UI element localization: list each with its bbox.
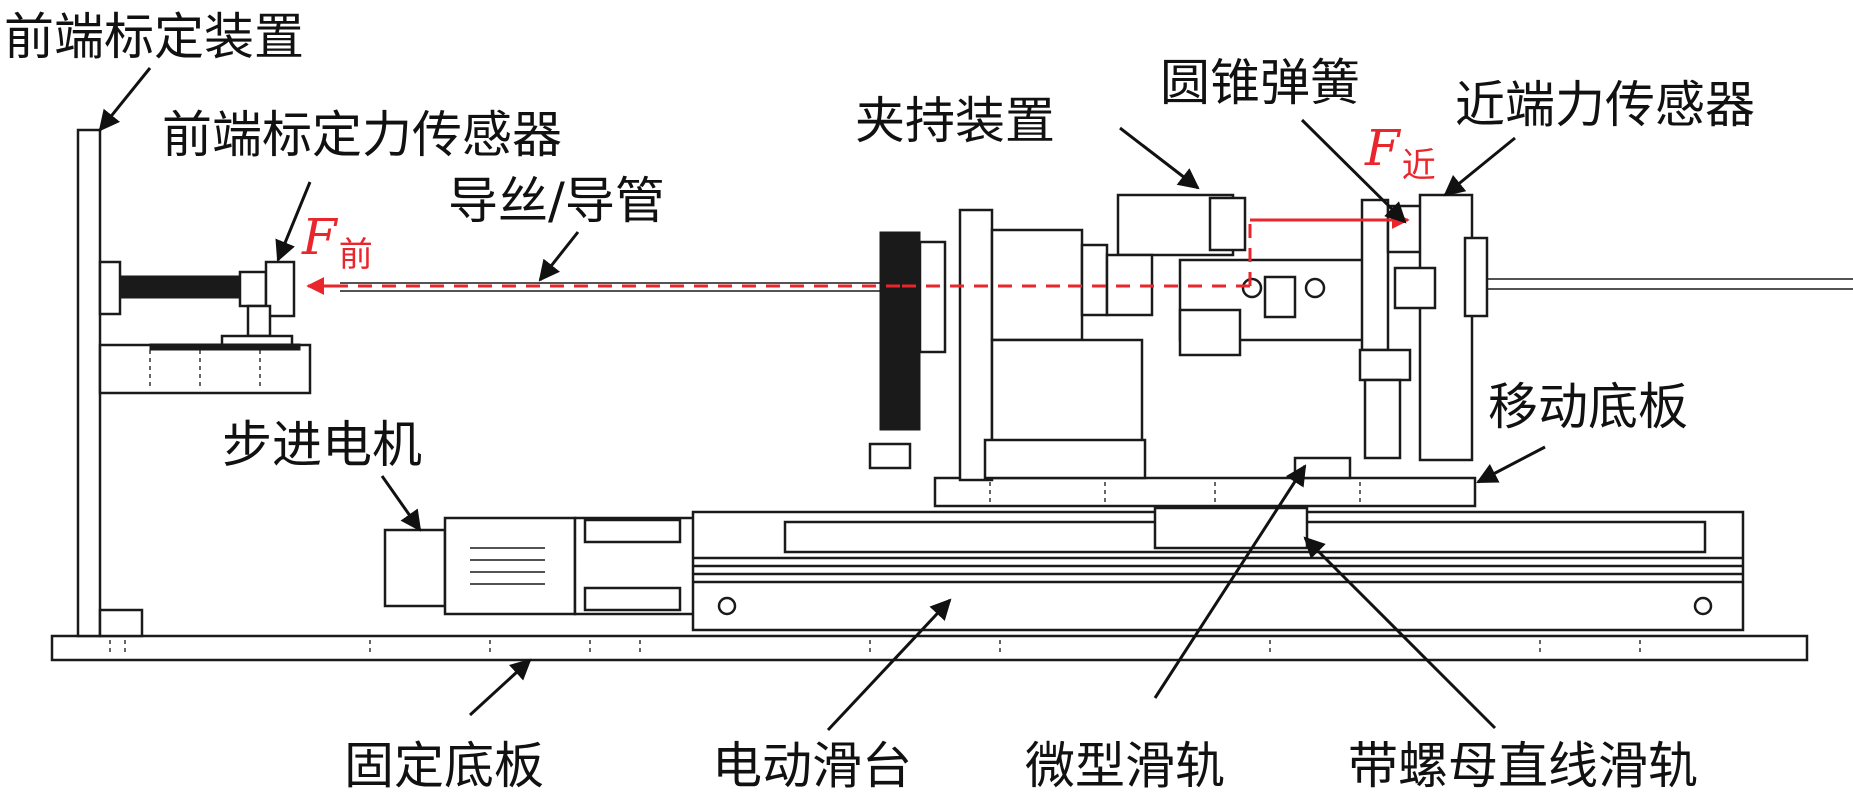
force-near-symbol: F近: [1364, 119, 1436, 186]
front-force-sensor: [98, 260, 301, 351]
stepper-motor: [383, 516, 697, 616]
label-front-calibration-device: 前端标定装置: [4, 8, 304, 66]
electric-slide: [691, 506, 1745, 632]
label-stepper-motor: 步进电机: [222, 416, 422, 474]
clamping-device: [868, 193, 1382, 482]
label-front-calibration-force-sensor: 前端标定力传感器: [162, 106, 562, 164]
label-clamping-device: 夹持装置: [855, 92, 1055, 150]
label-electric-slide: 电动滑台: [712, 737, 912, 795]
fixed-base-plate: [50, 634, 1809, 662]
label-near-end-force-sensor: 近端力传感器: [1455, 76, 1755, 134]
label-fixed-base-plate: 固定底板: [344, 737, 544, 795]
label-conical-spring: 圆锥弹簧: [1160, 54, 1360, 112]
leader-lines: [98, 67, 1546, 732]
label-guidewire-catheter: 导丝/导管: [448, 172, 665, 230]
label-linear-rail-with-nut: 带螺母直线滑轨: [1348, 737, 1698, 795]
force-front-symbol: F前: [301, 208, 373, 275]
near-end-force-sensor: [1358, 193, 1489, 462]
label-micro-slide-rail: 微型滑轨: [1025, 737, 1225, 795]
front-calibration-stand: [76, 128, 312, 638]
force-vectors: [306, 211, 1410, 295]
moving-base-plate: [933, 456, 1477, 508]
label-moving-base-plate: 移动底板: [1488, 378, 1688, 436]
guidewire: [340, 278, 1853, 292]
